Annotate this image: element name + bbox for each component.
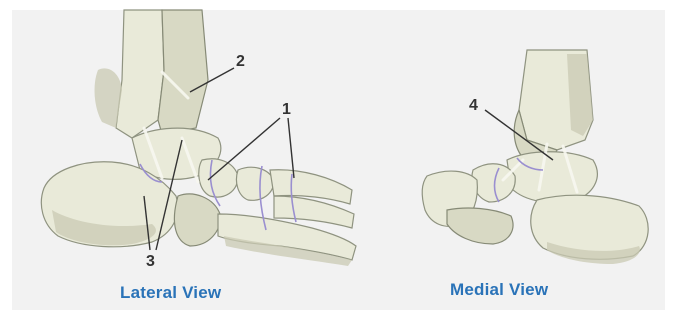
lateral-view-panel: 1 2 3 Lateral View	[12, 10, 372, 310]
tibia-shade	[567, 54, 593, 136]
cuneiform	[236, 167, 274, 200]
lateral-view-label: Lateral View	[120, 283, 221, 303]
medial-view-panel: 4 Medial View	[407, 10, 665, 310]
diagram-frame: 1 2 3 Lateral View	[12, 10, 665, 310]
leader-line-1	[288, 118, 294, 178]
callout-3: 3	[146, 253, 155, 270]
callout-4: 4	[469, 97, 478, 114]
fibula	[116, 10, 164, 138]
cuneiform	[447, 208, 513, 244]
tibia	[158, 10, 208, 134]
cuboid	[174, 194, 220, 246]
callout-2: 2	[236, 53, 245, 70]
navicular	[472, 164, 515, 202]
lateral-foot-illustration: 1 2 3	[12, 10, 372, 310]
navicular	[199, 159, 238, 197]
medial-foot-illustration: 4	[407, 10, 665, 310]
medial-view-label: Medial View	[450, 280, 548, 300]
callout-1: 1	[282, 101, 291, 118]
